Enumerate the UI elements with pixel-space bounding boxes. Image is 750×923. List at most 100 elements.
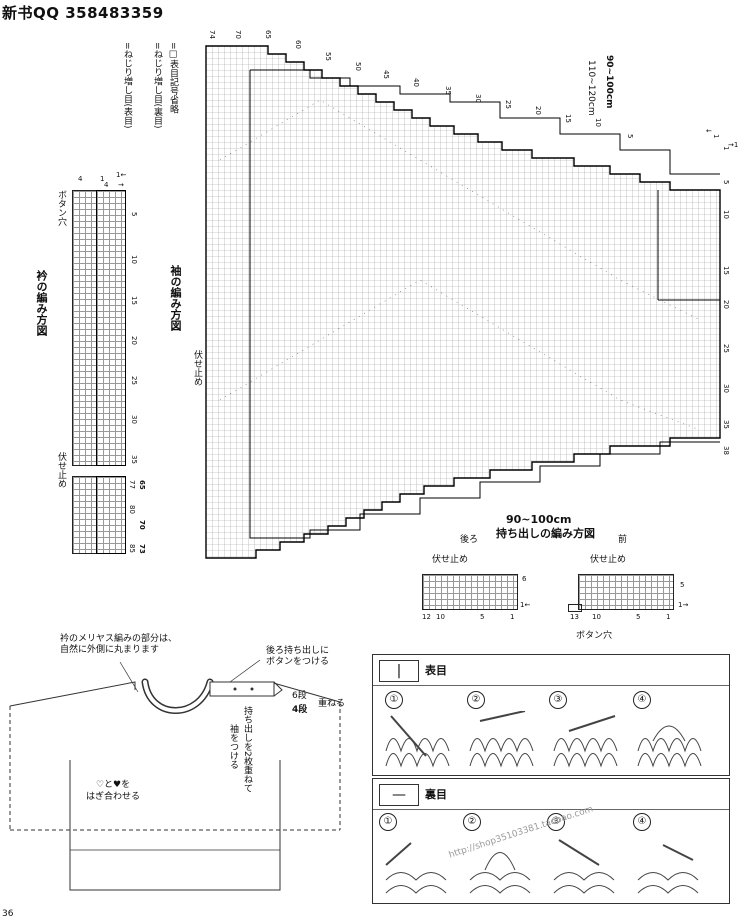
knit-step-number: ④ <box>633 691 651 709</box>
sleeve-top-number: 1 <box>712 134 720 139</box>
sweater-illustration <box>9 659 341 891</box>
sleeve-arrow: ← <box>706 127 712 135</box>
pickup-chart-title: 持ち出しの編み方図 <box>496 527 595 540</box>
sleeve-top-number: 50 <box>354 62 362 71</box>
pickup-back-number: 10 <box>436 613 445 621</box>
pickup-front-number: 13 <box>570 613 579 621</box>
sleeve-row-number: 38 <box>722 446 730 455</box>
purl-label: 裏目 <box>425 788 447 801</box>
pickup-back-row: 1← <box>520 601 531 609</box>
pickup-front-bind-off: 伏せ止め <box>590 555 627 565</box>
collar-row-number: 15 <box>130 296 138 305</box>
sleeve-row-number: 15 <box>722 266 730 275</box>
pickup-front-number: 1 <box>666 613 671 621</box>
pickup-back-label: 後ろ <box>460 535 479 545</box>
collar-row-number: 10 <box>130 255 138 264</box>
collar-chart-outline <box>96 190 126 466</box>
collar-arrow: 1← <box>116 171 127 179</box>
sleeve-top-number: 25 <box>504 100 512 109</box>
collar-bind-off-label: 伏せ止め <box>56 452 66 488</box>
sleeve-size-small: 90~100cm <box>604 55 614 109</box>
purl-symbol: — <box>379 784 419 806</box>
sleeve-bind-off-label: 伏せ止め <box>192 350 202 386</box>
page-number: 36 <box>2 909 14 919</box>
knit-symbol: | <box>379 660 419 682</box>
sleeve-row-number: 20 <box>722 300 730 309</box>
pickup-back-number: 5 <box>480 613 485 621</box>
collar-row-number: 30 <box>130 415 138 424</box>
sleeve-top-number: 60 <box>294 40 302 49</box>
sleeve-top-number: 10 <box>594 118 602 127</box>
sleeve-top-number: 30 <box>474 94 482 103</box>
collar-top-number: 1 <box>100 175 105 183</box>
pickup-back-number: 12 <box>422 613 431 621</box>
sleeve-top-number: 20 <box>534 106 542 115</box>
purl-step-number: ① <box>379 813 397 831</box>
pickup-front-number: 5 <box>636 613 641 621</box>
collar-chart-title: 衿の編み方図 <box>35 270 48 336</box>
collar-top-number: 4 <box>104 181 109 189</box>
collar-chart-grid-upper <box>72 190 126 466</box>
knit-panel-header <box>373 655 729 686</box>
sleeve-row-number: 30 <box>722 384 730 393</box>
knit-steps-illustration <box>385 711 702 768</box>
pickup-back-row: 6 <box>522 575 527 583</box>
collar-top-number: 4 <box>78 175 83 183</box>
legend-item-purl-increase: =ねじり増し目(裏目) <box>152 42 162 129</box>
sleeve-row-number: 25 <box>722 344 730 353</box>
knit-stitch-panel: | 表目 ① ② ③ ④ <box>372 654 730 776</box>
knit-step-number: ① <box>385 691 403 709</box>
sleeve-row-number: 5 <box>722 180 730 185</box>
pickup-front-tab <box>568 604 582 612</box>
overlap-label: 重ねる <box>318 699 346 709</box>
sleeve-row-number: 1 <box>722 146 730 151</box>
knit-step-number: ③ <box>549 691 567 709</box>
pickup-size: 90~100cm <box>506 513 572 526</box>
pickup-back-number: 1 <box>510 613 515 621</box>
rows-six-label: 6段 <box>292 691 307 701</box>
collar-row-number: 85 <box>128 544 136 553</box>
sleeve-top-number: 45 <box>382 70 390 79</box>
collar-curl-note: 衿のメリヤス編みの部分は、 自然に外側に丸まります <box>60 634 178 656</box>
pickup-back-bind-off: 伏せ止め <box>432 555 469 565</box>
sleeve-top-number: 35 <box>444 86 452 95</box>
collar-button-hole-label: ボタン穴 <box>56 190 66 226</box>
pickup-front-row: 1→ <box>678 601 689 609</box>
pickup-front-grid <box>578 574 674 610</box>
collar-row-number: 35 <box>130 455 138 464</box>
pickup-back-grid <box>422 574 518 610</box>
collar-row-number: 77 <box>128 480 136 489</box>
sleeve-size-large: 110~120cm <box>586 60 596 116</box>
pickup-overlap-note: 持ち出しを2枚重ねて <box>242 706 252 793</box>
collar-row-number: 80 <box>128 505 136 514</box>
heart-join-note: ♡と♥を はぎ合わせる <box>86 780 141 802</box>
sleeve-top-number: 5 <box>626 134 634 139</box>
sleeve-chart-grid <box>205 45 721 559</box>
pickup-button-hole: ボタン穴 <box>576 631 613 641</box>
purl-panel-header <box>373 779 729 810</box>
sleeve-top-number: 65 <box>264 30 272 39</box>
sleeve-top-number: 74 <box>208 30 216 39</box>
purl-step-number: ④ <box>633 813 651 831</box>
pickup-front-number: 10 <box>592 613 601 621</box>
knit-step-number: ② <box>467 691 485 709</box>
collar-bold-number: 73 <box>138 544 146 554</box>
knit-label: 表目 <box>425 664 447 677</box>
collar-row-number: 25 <box>130 376 138 385</box>
sleeve-row-number: 35 <box>722 420 730 429</box>
sleeve-top-number: 55 <box>324 52 332 61</box>
sleeve-arrow: →1 <box>728 141 739 149</box>
sleeve-chart-title: 袖の編み方図 <box>169 265 182 331</box>
collar-row-number: 20 <box>130 336 138 345</box>
collar-chart-outline-lower <box>96 476 126 554</box>
sleeve-attach-label: 袖をつける <box>228 724 238 769</box>
purl-step-number: ② <box>463 813 481 831</box>
sleeve-row-number: 10 <box>722 210 730 219</box>
sleeve-top-number: 40 <box>412 78 420 87</box>
collar-bold-number: 70 <box>138 520 146 530</box>
sleeve-top-number: 70 <box>234 30 242 39</box>
purl-stitch-panel: — 裏目 ① ② ③ ④ <box>372 778 730 904</box>
rows-four-label: 4段 <box>292 705 308 715</box>
pickup-front-label: 前 <box>618 535 628 545</box>
collar-bold-number: 65 <box>138 480 146 490</box>
